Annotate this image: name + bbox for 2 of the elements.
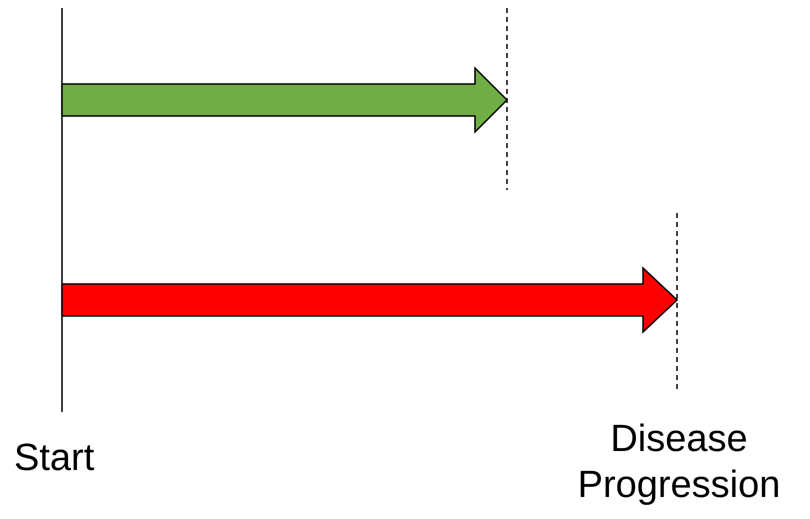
axis-label: Disease Progression bbox=[576, 417, 782, 508]
axis-label: Start bbox=[14, 436, 96, 481]
